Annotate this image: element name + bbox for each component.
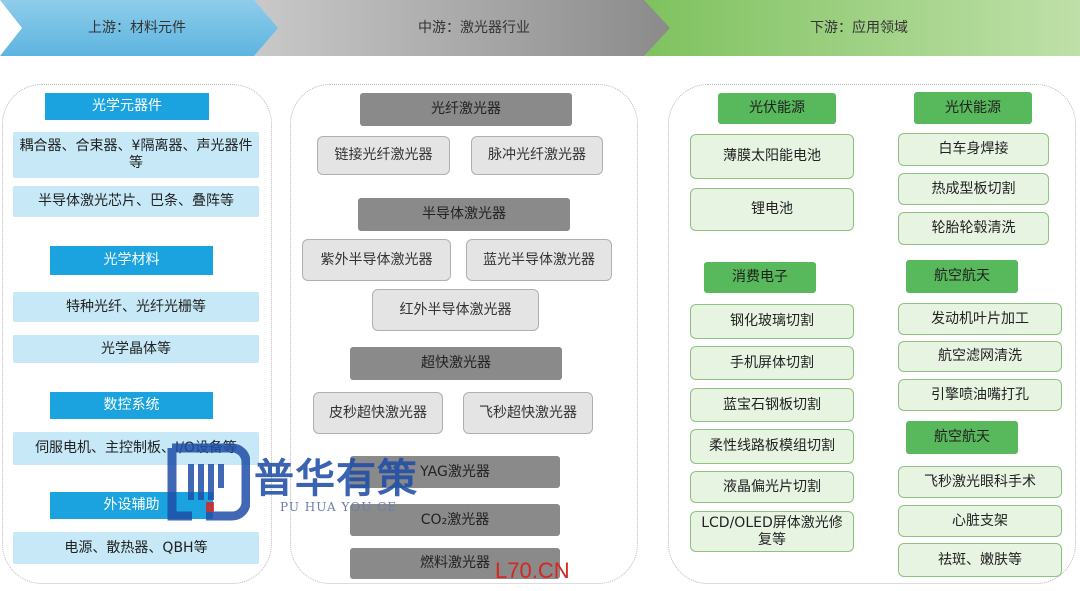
midstream-heading-dye-laser: 燃料激光器 (350, 548, 560, 579)
midstream-heading-fiber-laser: 光纤激光器 (360, 93, 572, 126)
downstream-item: 钢化玻璃切割 (690, 304, 854, 339)
downstream-item: 飞秒激光眼科手术 (898, 466, 1062, 498)
midstream-heading-ultrafast-laser: 超快激光器 (350, 347, 562, 380)
upstream-banner-label: 上游：材料元件 (88, 20, 186, 36)
midstream-banner-label: 中游：激光器行业 (418, 20, 530, 36)
downstream-item: 柔性线路板模组切割 (690, 429, 854, 464)
chevron-banner-shapes (0, 0, 1080, 56)
downstream-item: 引擎喷油嘴打孔 (898, 379, 1062, 411)
downstream-heading-pv-energy-2: 光伏能源 (914, 92, 1032, 124)
downstream-item: LCD/OLED屏体激光修复等 (690, 511, 854, 552)
downstream-banner-label: 下游：应用领域 (810, 20, 908, 36)
downstream-item: 祛斑、嫩肤等 (898, 543, 1062, 577)
puhua-logo-icon (167, 443, 250, 521)
downstream-item: 手机屏体切割 (690, 346, 854, 380)
downstream-item: 轮胎轮毂清洗 (898, 212, 1049, 245)
downstream-heading-pv-energy: 光伏能源 (718, 93, 836, 124)
midstream-item: 皮秒超快激光器 (313, 392, 443, 434)
upstream-item: 半导体激光芯片、巴条、叠阵等 (13, 186, 259, 217)
downstream-item: 发动机叶片加工 (898, 303, 1062, 335)
upstream-heading-cnc-systems: 数控系统 (50, 392, 213, 419)
upstream-heading-optical-materials: 光学材料 (50, 246, 213, 275)
midstream-item: 脉冲光纤激光器 (471, 136, 603, 175)
upstream-item: 耦合器、合束器、¥隔离器、声光器件等 (13, 132, 259, 178)
downstream-heading-aerospace-2: 航空航天 (906, 421, 1018, 454)
downstream-item: 薄膜太阳能电池 (690, 134, 854, 179)
downstream-item: 心脏支架 (898, 505, 1062, 537)
watermark-brand: 普华有策 (254, 456, 418, 502)
watermark-sub: PU HUA YOU CE (280, 500, 398, 514)
midstream-item: 链接光纤激光器 (317, 136, 450, 175)
downstream-item: 航空滤网清洗 (898, 341, 1062, 372)
upstream-heading-optical-components: 光学元器件 (45, 93, 209, 120)
midstream-item: 紫外半导体激光器 (302, 239, 451, 281)
midstream-item: 蓝光半导体激光器 (466, 239, 612, 281)
midstream-heading-semiconductor-laser: 半导体激光器 (358, 198, 570, 231)
downstream-item: 热成型板切割 (898, 173, 1049, 205)
downstream-item: 蓝宝石钢板切割 (690, 388, 854, 422)
upstream-item: 特种光纤、光纤光栅等 (13, 292, 259, 322)
midstream-item: 飞秒超快激光器 (463, 392, 593, 434)
site-watermark: L70.CN (495, 558, 570, 583)
downstream-item: 白车身焊接 (898, 133, 1049, 166)
puhua-watermark-logo: 普华有策 PU HUA YOU CE (162, 442, 452, 524)
downstream-item: 液晶偏光片切割 (690, 471, 854, 503)
downstream-heading-aerospace: 航空航天 (906, 260, 1018, 293)
midstream-heading-yag-laser: YAG激光器 (350, 456, 560, 488)
downstream-heading-consumer-electronics: 消费电子 (704, 262, 816, 293)
midstream-heading-co2-laser: CO₂激光器 (350, 504, 560, 536)
upstream-item: 光学晶体等 (13, 335, 259, 363)
downstream-item: 锂电池 (690, 188, 854, 231)
upstream-item: 电源、散热器、QBH等 (13, 532, 259, 564)
midstream-item: 红外半导体激光器 (372, 289, 539, 331)
value-chain-banner: 上游：材料元件 中游：激光器行业 下游：应用领域 (0, 0, 1080, 56)
